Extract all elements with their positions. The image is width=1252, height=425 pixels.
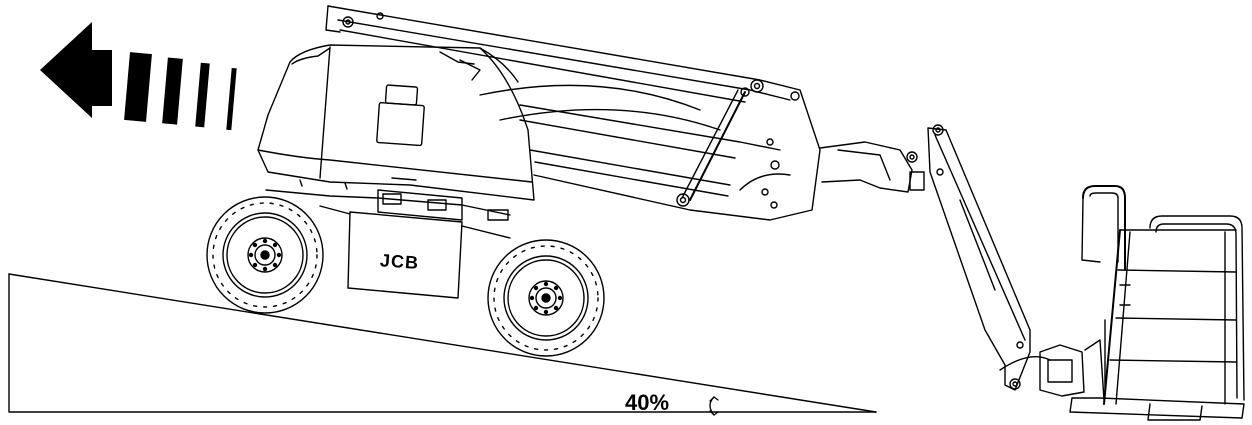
- front-wheel: [206, 196, 324, 314]
- jib-arm: [927, 124, 1051, 391]
- rear-wheel: [487, 239, 605, 357]
- main-boom: [325, 5, 821, 221]
- grade-indicator: 40%: [625, 390, 719, 416]
- left-arrow-icon: [40, 22, 237, 131]
- jib-knuckle: [819, 141, 925, 193]
- turret-housing: [257, 44, 535, 201]
- platform-basket: [1039, 185, 1245, 421]
- brand-logo: JCB: [379, 250, 419, 273]
- aerial-work-platform: JCB: [206, 5, 1245, 421]
- slope-triangle: [8, 273, 877, 413]
- chassis: JCB: [265, 189, 511, 299]
- grade-label: 40%: [625, 390, 669, 415]
